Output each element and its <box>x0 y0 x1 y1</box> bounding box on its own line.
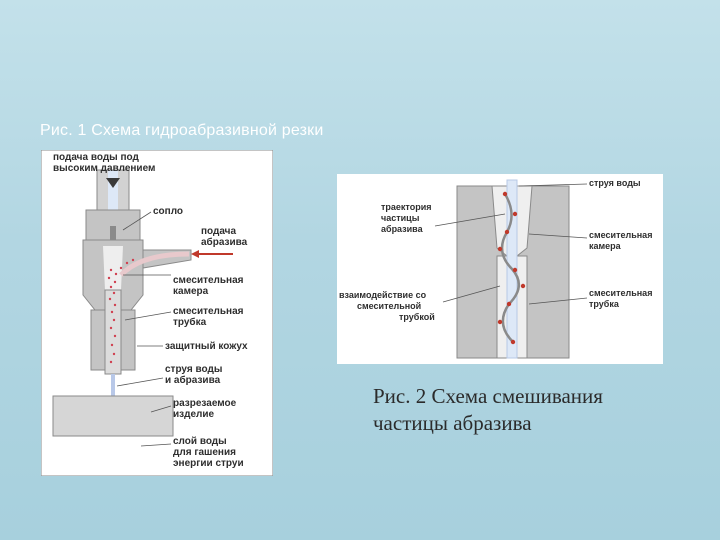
mixing-chamber <box>103 246 123 290</box>
label-chamber-line2: камера <box>173 286 209 297</box>
high-pressure-channel <box>108 170 118 240</box>
label-tube-line1: смесительная <box>173 306 244 317</box>
label-jet-line2: и абразива <box>165 374 221 386</box>
label-water-jet: струя воды <box>589 178 641 188</box>
label-chamber-line1: смесительная <box>589 230 652 240</box>
leader-lines <box>116 211 172 447</box>
supply-down-arrow-icon <box>106 178 120 188</box>
mixing-tube <box>104 289 122 375</box>
mixing-diagram: траектория частицы абразива взаимодейств… <box>337 174 663 364</box>
label-tube-line1: смесительная <box>589 288 652 298</box>
label-abrasive-line1: подача <box>201 226 236 237</box>
label-supply-line1: подача воды под <box>53 152 139 163</box>
label-interaction-line1: взаимодействие со <box>339 290 427 300</box>
label-interaction-line2: смесительной <box>357 301 421 311</box>
label-nozzle: сопло <box>153 206 183 217</box>
abrasive-particles <box>107 258 135 364</box>
label-supply-line2: высоким давлением <box>53 163 155 174</box>
label-chamber-line1: смесительная <box>173 275 244 286</box>
slide-title: Рис. 1 Схема гидроабразивной резки <box>40 122 324 139</box>
label-workpiece-line2: изделие <box>173 409 215 420</box>
label-tube-line2: трубка <box>589 299 620 309</box>
label-layer-line2: для гашения <box>173 447 236 458</box>
workpiece <box>52 395 174 437</box>
leader-lines <box>434 183 588 305</box>
figure2-caption-line1: Рис. 2 Схема смешивания <box>373 384 603 408</box>
label-tube-line2: трубка <box>173 316 207 328</box>
label-trajectory-line3: абразива <box>381 224 424 234</box>
cutting-head-diagram: подача воды под высоким давлением сопло … <box>40 149 274 477</box>
label-jet-line1: струя воды <box>165 364 222 375</box>
figure2-caption-line2: частицы абразива <box>373 411 532 435</box>
nozzle <box>110 226 116 246</box>
figure-waterjet-cutting-scheme: подача воды под высоким давлением сопло … <box>40 149 274 477</box>
label-trajectory-line2: частицы <box>381 213 420 223</box>
label-chamber-line2: камера <box>589 241 622 251</box>
label-trajectory-line1: траектория <box>381 202 432 212</box>
label-layer-line1: слой воды <box>173 436 227 447</box>
abrasive-feed-arrowhead-icon <box>191 250 199 258</box>
figure2-caption: Рис. 2 Схема смешивания частицы абразива <box>373 383 693 437</box>
label-workpiece-line1: разрезаемое <box>173 398 237 409</box>
label-interaction-line3: трубкой <box>399 312 435 322</box>
label-layer-line3: энергии струи <box>173 458 244 469</box>
abrasive-particles <box>497 191 526 345</box>
figure-abrasive-mixing-scheme: траектория частицы абразива взаимодейств… <box>337 174 663 364</box>
label-abrasive-line2: абразива <box>201 236 248 248</box>
particle-trajectory <box>500 193 520 343</box>
abrasive-feed-channel <box>119 251 190 277</box>
label-casing: защитный кожух <box>165 341 248 352</box>
